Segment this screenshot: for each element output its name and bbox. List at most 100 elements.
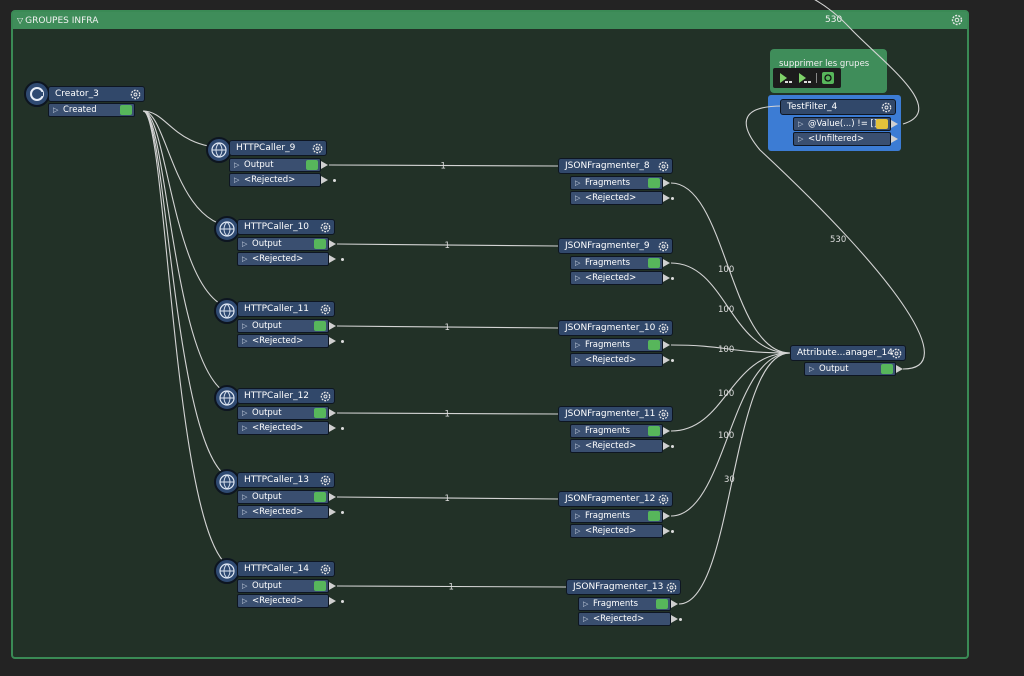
gear-icon[interactable] <box>319 221 332 234</box>
gear-icon[interactable] <box>129 88 142 101</box>
unfiltered-port[interactable]: ▷ <Unfiltered> <box>793 132 898 146</box>
transformer-header[interactable]: HTTPCaller_11 <box>237 301 335 317</box>
rejected-port[interactable]: ▷<Rejected> <box>570 191 670 205</box>
transformer-header[interactable]: Attribute...anager_14 <box>790 345 906 361</box>
rejected-port[interactable]: ▷<Rejected> <box>570 439 670 453</box>
fragments-port[interactable]: ▷Fragments <box>578 597 678 611</box>
transformer-header[interactable]: TestFilter_4 <box>780 99 896 115</box>
fragments-port[interactable]: ▷Fragments <box>570 509 670 523</box>
output-port[interactable]: ▷ Output <box>804 362 903 376</box>
httpcaller-transformer[interactable]: HTTPCaller_13 ▷Output▷<Rejected> <box>237 472 336 520</box>
jsonfragmenter-transformer[interactable]: JSONFragmenter_8 ▷Fragments▷<Rejected> <box>558 158 673 206</box>
inspect-icon[interactable] <box>876 119 888 129</box>
gear-icon[interactable] <box>319 390 332 403</box>
creator-icon[interactable] <box>24 81 50 107</box>
transformer-header[interactable]: Creator_3 <box>48 86 145 102</box>
rejected-port[interactable]: ▷<Rejected> <box>237 334 336 348</box>
rejected-port[interactable]: ▷<Rejected> <box>237 252 336 266</box>
run-to-icon[interactable] <box>780 73 792 83</box>
gear-icon[interactable] <box>665 581 678 594</box>
rejected-port[interactable]: ▷<Rejected> <box>570 271 670 285</box>
gear-icon[interactable] <box>657 160 670 173</box>
inspect-icon[interactable] <box>648 511 660 521</box>
inspect-icon[interactable] <box>120 105 132 115</box>
gear-icon[interactable] <box>319 303 332 316</box>
fragments-port[interactable]: ▷Fragments <box>570 256 670 270</box>
httpcaller-transformer[interactable]: HTTPCaller_11 ▷Output▷<Rejected> <box>237 301 336 349</box>
inspect-icon[interactable] <box>881 364 893 374</box>
jsonfragmenter-transformer[interactable]: JSONFragmenter_13 ▷Fragments▷<Rejected> <box>566 579 681 627</box>
output-port[interactable]: ▷ Created <box>48 103 135 117</box>
inspect-icon[interactable] <box>314 581 326 591</box>
rejected-port[interactable]: ▷<Rejected> <box>570 524 670 538</box>
transformer-header[interactable]: HTTPCaller_9 <box>229 140 327 156</box>
output-port[interactable]: ▷Output <box>237 579 336 593</box>
rejected-port[interactable]: ▷<Rejected> <box>237 505 336 519</box>
gear-icon[interactable] <box>657 493 670 506</box>
gear-icon[interactable] <box>657 408 670 421</box>
inspect-icon[interactable] <box>306 160 318 170</box>
rejected-port[interactable]: ▷<Rejected> <box>578 612 678 626</box>
gear-icon[interactable] <box>319 474 332 487</box>
inspect-icon[interactable] <box>648 426 660 436</box>
gear-icon[interactable] <box>657 322 670 335</box>
run-from-icon[interactable] <box>799 73 811 83</box>
inspect-icon[interactable] <box>656 599 668 609</box>
httpcaller-transformer[interactable]: HTTPCaller_12 ▷Output▷<Rejected> <box>237 388 336 436</box>
output-port[interactable]: ▷Output <box>237 319 336 333</box>
testfilter-transformer[interactable]: TestFilter_4 ▷ @Value(...) != [] ▷ <Unfi… <box>780 99 898 147</box>
gear-icon[interactable] <box>311 142 324 155</box>
transformer-header[interactable]: JSONFragmenter_10 <box>558 320 673 336</box>
gear-icon[interactable] <box>880 101 893 114</box>
inspect-icon[interactable] <box>648 258 660 268</box>
jsonfragmenter-transformer[interactable]: JSONFragmenter_12 ▷Fragments▷<Rejected> <box>558 491 673 539</box>
jsonfragmenter-transformer[interactable]: JSONFragmenter_10 ▷Fragments▷<Rejected> <box>558 320 673 368</box>
httpcaller-transformer[interactable]: HTTPCaller_14 ▷Output▷<Rejected> <box>237 561 336 609</box>
transformer-header[interactable]: JSONFragmenter_13 <box>566 579 681 595</box>
httpcaller-transformer[interactable]: HTTPCaller_9 ▷Output▷<Rejected> <box>229 140 328 188</box>
gear-icon[interactable] <box>657 240 670 253</box>
fragments-port[interactable]: ▷Fragments <box>570 338 670 352</box>
gear-icon[interactable] <box>890 347 903 360</box>
transformer-header[interactable]: JSONFragmenter_11 <box>558 406 673 422</box>
jsonfragmenter-transformer[interactable]: JSONFragmenter_9 ▷Fragments▷<Rejected> <box>558 238 673 286</box>
inspect-icon[interactable] <box>648 340 660 350</box>
creator-transformer[interactable]: Creator_3 ▷ Created <box>48 86 145 118</box>
inspect-icon[interactable] <box>822 72 834 84</box>
port-label: <Rejected> <box>585 355 637 365</box>
attributemanager-transformer[interactable]: Attribute...anager_14 ▷ Output <box>790 345 906 377</box>
gear-icon[interactable] <box>319 563 332 576</box>
httpcaller-icon[interactable] <box>214 216 240 242</box>
output-port[interactable]: ▷Output <box>237 490 336 504</box>
inspect-icon[interactable] <box>314 408 326 418</box>
transformer-header[interactable]: JSONFragmenter_12 <box>558 491 673 507</box>
passed-port[interactable]: ▷ @Value(...) != [] <box>793 117 898 131</box>
transformer-header[interactable]: HTTPCaller_12 <box>237 388 335 404</box>
output-arrow-icon <box>329 255 336 263</box>
inspect-icon[interactable] <box>314 492 326 502</box>
inspect-icon[interactable] <box>314 239 326 249</box>
port-label: <Rejected> <box>252 254 304 264</box>
inspect-icon[interactable] <box>314 321 326 331</box>
port-arrow-icon: ▷ <box>575 274 581 282</box>
group-header[interactable]: ▽GROUPES INFRA 530 <box>13 12 967 29</box>
rejected-port[interactable]: ▷<Rejected> <box>237 421 336 435</box>
jsonfragmenter-transformer[interactable]: JSONFragmenter_11 ▷Fragments▷<Rejected> <box>558 406 673 454</box>
rejected-port[interactable]: ▷<Rejected> <box>570 353 670 367</box>
transformer-header[interactable]: JSONFragmenter_9 <box>558 238 673 254</box>
collapse-icon[interactable]: ▽ <box>17 16 24 25</box>
transformer-header[interactable]: JSONFragmenter_8 <box>558 158 673 174</box>
inspect-icon[interactable] <box>648 178 660 188</box>
fragments-port[interactable]: ▷Fragments <box>570 424 670 438</box>
fragments-port[interactable]: ▷Fragments <box>570 176 670 190</box>
output-port[interactable]: ▷Output <box>237 406 336 420</box>
transformer-header[interactable]: HTTPCaller_13 <box>237 472 335 488</box>
transformer-header[interactable]: HTTPCaller_10 <box>237 219 335 235</box>
output-port[interactable]: ▷Output <box>229 158 328 172</box>
gear-icon[interactable] <box>950 13 964 27</box>
rejected-port[interactable]: ▷<Rejected> <box>237 594 336 608</box>
rejected-port[interactable]: ▷<Rejected> <box>229 173 328 187</box>
transformer-header[interactable]: HTTPCaller_14 <box>237 561 335 577</box>
output-port[interactable]: ▷Output <box>237 237 336 251</box>
httpcaller-transformer[interactable]: HTTPCaller_10 ▷Output▷<Rejected> <box>237 219 336 267</box>
